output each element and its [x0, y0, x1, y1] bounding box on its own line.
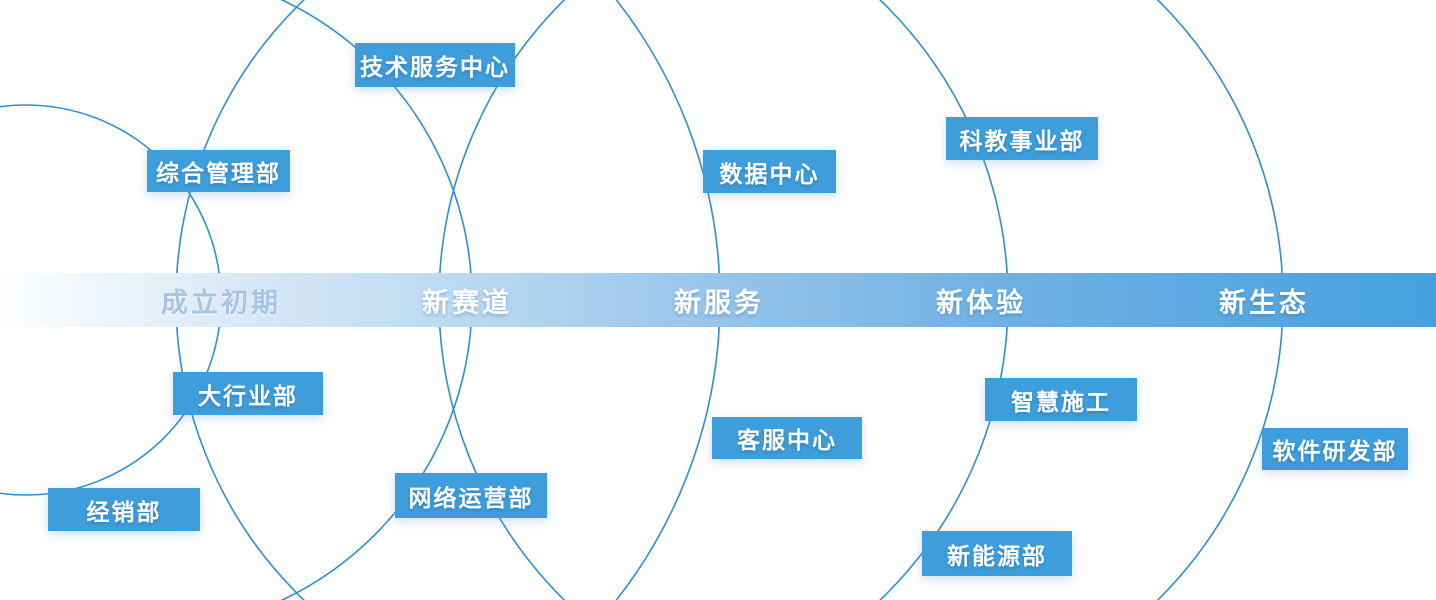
department-label: 客服中心 [712, 417, 862, 459]
timeline-stage: 新服务 [674, 287, 764, 318]
timeline-band [0, 273, 1436, 327]
timeline-stage: 新赛道 [422, 287, 512, 318]
timeline-stage: 新生态 [1219, 287, 1309, 318]
timeline-stage: 新体验 [936, 287, 1026, 318]
department-label: 综合管理部 [147, 150, 290, 192]
department-label: 新能源部 [922, 531, 1072, 576]
timeline-stage: 成立初期 [161, 287, 281, 318]
department-label: 大行业部 [173, 372, 323, 415]
department-label: 智慧施工 [985, 378, 1137, 421]
department-label: 科教事业部 [946, 117, 1098, 160]
department-label: 网络运营部 [395, 473, 547, 518]
department-label: 数据中心 [703, 150, 836, 193]
department-label: 经销部 [48, 488, 200, 531]
department-label: 技术服务中心 [355, 43, 515, 87]
department-label: 软件研发部 [1262, 428, 1408, 470]
